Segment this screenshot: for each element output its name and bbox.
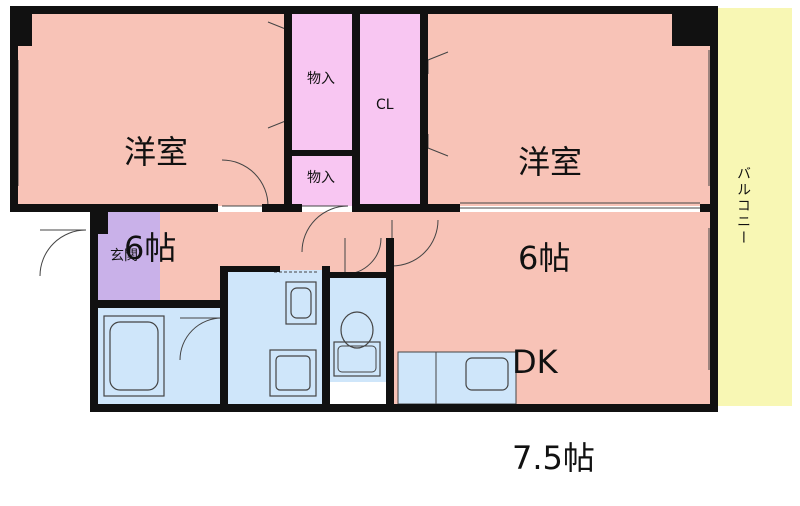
western-room-left <box>18 14 290 206</box>
western-room-right <box>426 14 714 206</box>
toilet <box>330 278 388 382</box>
western-room-right-name: 洋室 <box>518 143 583 181</box>
kitchen-sink <box>435 352 509 404</box>
washbasin <box>285 281 317 325</box>
western-room-left-name: 洋室 <box>124 133 189 171</box>
walls <box>10 6 718 412</box>
western-room-right-size: 6帖 <box>518 239 571 277</box>
western-room-right-label: 洋室 6帖 <box>518 82 582 306</box>
entrance-label: 玄関 <box>110 248 138 264</box>
bathtub <box>103 315 165 397</box>
washing-machine <box>269 349 317 397</box>
floor-plan <box>10 6 792 412</box>
cl-closet <box>360 14 426 206</box>
closet-lower <box>290 156 354 206</box>
dk-size: 7.5帖 <box>512 439 595 477</box>
dk-label: DK 7.5帖 <box>512 282 595 506</box>
closet-lower-label: 物入 <box>307 170 335 186</box>
cl-label: CL <box>376 97 394 113</box>
entrance <box>98 212 160 302</box>
western-room-left-size: 6帖 <box>124 229 177 267</box>
closet-upper-label: 物入 <box>307 71 335 87</box>
balcony <box>716 8 792 406</box>
dk-name: DK <box>512 343 558 381</box>
closet-upper <box>290 14 354 150</box>
western-room-left-label: 洋室 6帖 <box>124 72 188 296</box>
kitchen-counter <box>397 351 517 405</box>
toilet-bowl <box>333 311 381 377</box>
balcony-label: バルコニー <box>735 166 751 246</box>
